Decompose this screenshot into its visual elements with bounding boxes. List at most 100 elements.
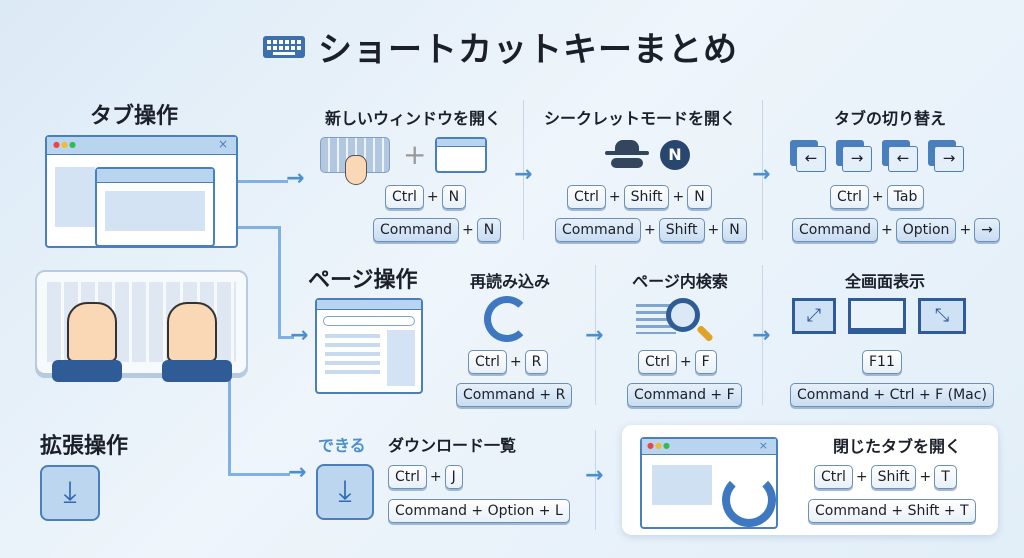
mac-keys: Command+Shift+N: [555, 218, 747, 242]
plus-sign: +: [871, 189, 884, 205]
connector: [278, 226, 281, 338]
reopen-tab-card: ●●●× 閉じたタブを開く Ctrl+Shift+T Command + Shi…: [622, 425, 998, 535]
arrow-icon: →: [585, 463, 604, 488]
connector: [238, 180, 288, 183]
new-window-title: 新しいウィンドウを開く: [324, 109, 501, 128]
plus-sign: +: [672, 189, 685, 205]
section-page: ページ操作: [308, 268, 418, 293]
arrow-icon: →: [286, 166, 305, 191]
key: Shift: [658, 218, 705, 242]
mac-keys: Command+Option+→: [792, 218, 1000, 242]
plus-sign: +: [643, 222, 656, 238]
arrow-icon: →: [290, 323, 309, 348]
tab-card-icon: →: [836, 140, 872, 172]
connector: [278, 336, 294, 339]
mac-keys: Command + Ctrl + F (Mac): [790, 383, 994, 407]
plus-sign: +: [707, 222, 720, 238]
download-icon: ⤓: [316, 464, 374, 520]
divider: [595, 265, 596, 405]
close-icon: ×: [217, 137, 228, 151]
mac-keys: Command + Shift + T: [808, 499, 976, 523]
keyboard-hands-illustration: [35, 270, 248, 382]
mac-keys: Command + Option + L: [388, 499, 570, 523]
key: T: [934, 465, 957, 489]
win-keys: Ctrl+F: [638, 350, 717, 374]
key: Command: [555, 218, 641, 242]
new-window-icon: [435, 137, 487, 173]
key: Option: [895, 218, 957, 242]
mac-shortcut: Command + Ctrl + F (Mac): [790, 383, 994, 407]
tab-card-icon: ←: [882, 140, 918, 172]
reopen-tab-title: 閉じたタブを開く: [832, 437, 961, 456]
arrow-icon: →: [842, 146, 872, 172]
divider: [762, 265, 763, 405]
win-keys: Ctrl+R: [468, 350, 549, 374]
win-keys: Ctrl+Shift+N: [567, 185, 712, 209]
browser-illustration: ●●●×: [45, 135, 238, 248]
arrow-icon: →: [514, 162, 533, 187]
key: J: [444, 465, 463, 489]
mac-keys: Command+N: [373, 218, 502, 242]
key: Shift: [870, 465, 917, 489]
win-keys: Ctrl+J: [388, 465, 463, 489]
win-keys: Ctrl+N: [385, 185, 467, 209]
plus-sign: +: [919, 469, 932, 485]
key: R: [524, 350, 549, 374]
arrow-icon: →: [752, 323, 771, 348]
tab-card-icon: →: [928, 140, 964, 172]
page-title: ショートカットキーまとめ: [262, 22, 738, 71]
key: Ctrl: [638, 350, 677, 374]
key: Ctrl: [814, 465, 853, 489]
browser-illustration: ●●●×: [640, 437, 778, 529]
arrow-icon: →: [585, 323, 604, 348]
fullscreen-title: 全画面表示: [844, 272, 925, 291]
switch-tab-title: タブの切り替え: [833, 109, 946, 128]
key: Command: [373, 218, 459, 242]
connector: [238, 226, 278, 229]
page-illustration: [315, 298, 423, 394]
key: Tab: [886, 185, 925, 209]
mac-shortcut: Command + F: [627, 383, 742, 407]
key: N: [722, 218, 747, 242]
win-keys: Ctrl+Tab: [830, 185, 925, 209]
search-magnifier-icon: [636, 298, 716, 343]
key: Ctrl: [567, 185, 606, 209]
hand-pointer-icon: [345, 155, 367, 185]
plus-sign: +: [679, 354, 692, 370]
downloads-title: ダウンロード一覧: [388, 436, 517, 455]
title-text: ショートカットキーまとめ: [318, 30, 738, 70]
plus-sign: +: [959, 222, 972, 238]
plus-sign: +: [429, 469, 442, 485]
arrow-icon: ←: [888, 146, 918, 172]
key: N: [441, 185, 467, 209]
divider: [523, 100, 524, 240]
divider: [595, 430, 596, 530]
arrow-icon: ←: [796, 146, 826, 172]
key: Ctrl: [388, 465, 427, 489]
tab-switch-illustration: ← → ← →: [790, 140, 964, 172]
find-title: ページ内検索: [632, 272, 728, 291]
plus-sign: +: [880, 222, 893, 238]
key: Ctrl: [385, 185, 424, 209]
mac-shortcut: Command + Shift + T: [808, 499, 976, 523]
win-keys: F11: [862, 350, 902, 374]
connector: [228, 473, 290, 476]
incognito-title: シークレットモードを開く: [543, 109, 736, 128]
laptop-icon: [848, 298, 906, 334]
incognito-icon: [605, 140, 649, 170]
reload-icon: [484, 296, 530, 342]
n-badge-icon: N: [660, 140, 690, 170]
keyboard-icon: [263, 35, 305, 58]
monitor-icon: ⤡: [918, 298, 966, 334]
plus-sign: +: [855, 469, 868, 485]
prefix-label: できる: [318, 436, 366, 455]
key: Ctrl: [468, 350, 507, 374]
download-icon: ⤓: [40, 465, 100, 521]
reload-title: 再読み込み: [469, 272, 550, 291]
key: N: [687, 185, 712, 209]
key: Ctrl: [830, 185, 869, 209]
key: N: [476, 218, 502, 242]
win-keys: Ctrl+Shift+T: [814, 465, 957, 489]
plus-sign: +: [461, 222, 474, 238]
key: →: [974, 218, 1000, 242]
